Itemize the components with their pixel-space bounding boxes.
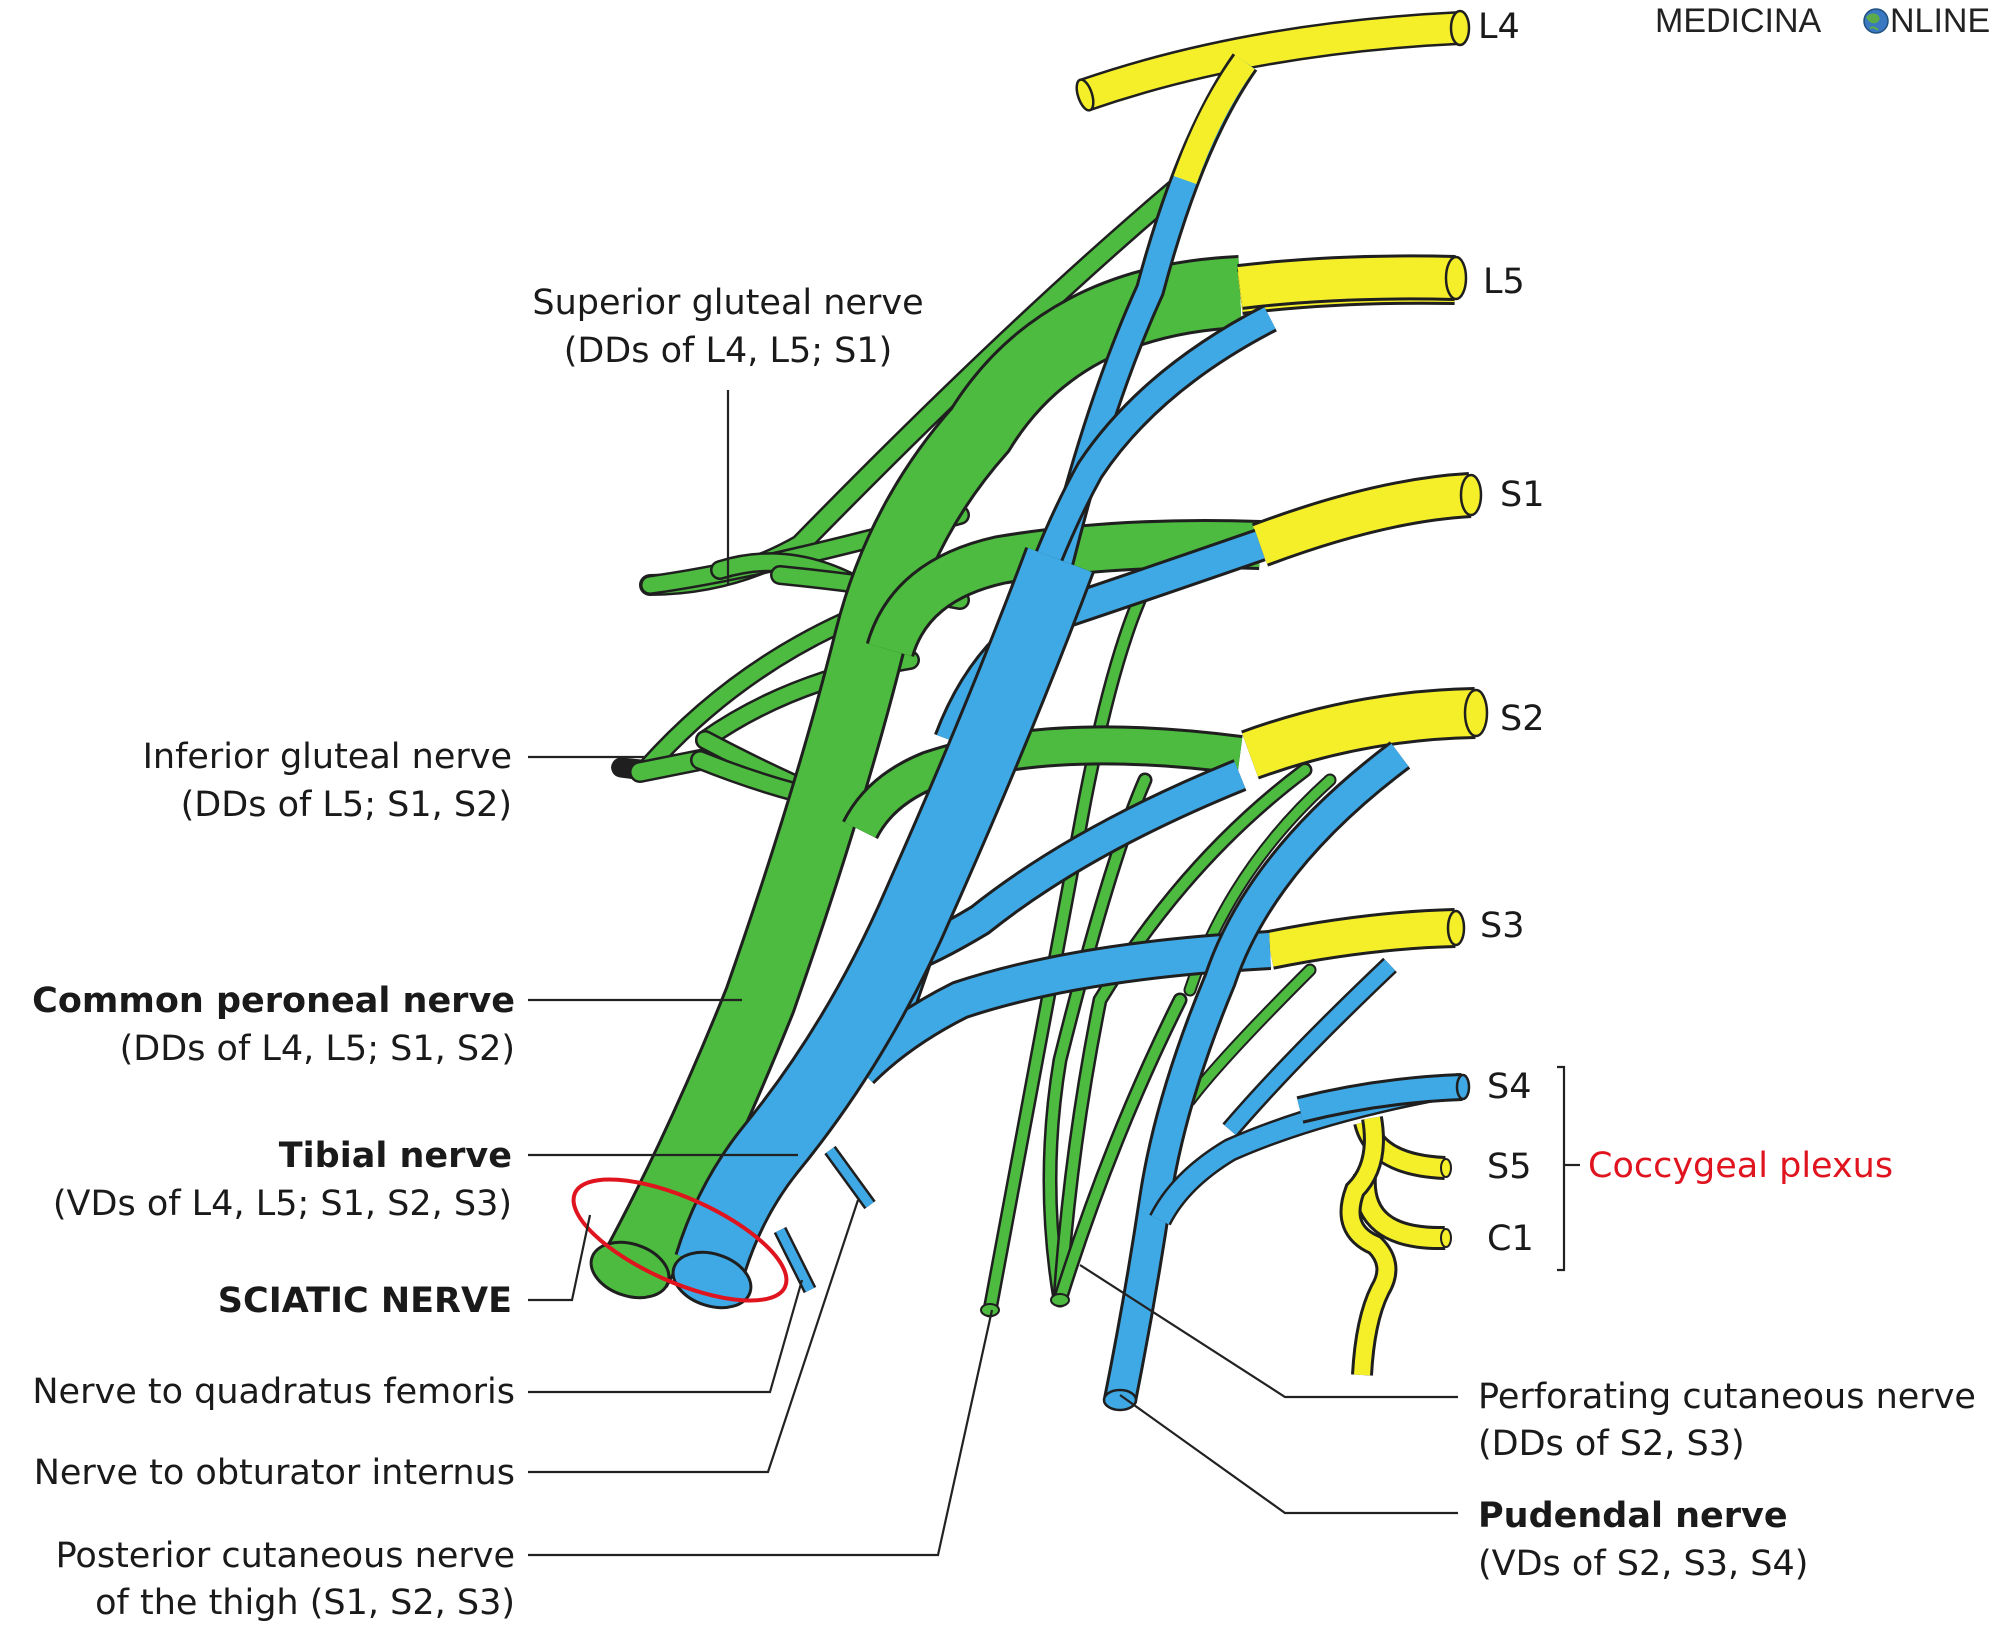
perforating-cutaneous-label: Perforating cutaneous nerve bbox=[1478, 1377, 1976, 1417]
pudendal-label: Pudendal nerve bbox=[1478, 1496, 1788, 1536]
root-label-l4: L4 bbox=[1478, 7, 1520, 47]
root-labels: L4 L5 S1 S2 S3 S4 S5 C1 bbox=[1478, 7, 1545, 1259]
root-label-s3: S3 bbox=[1480, 906, 1525, 946]
quadratus-label: Nerve to quadratus femoris bbox=[32, 1372, 515, 1412]
perforating-cutaneous-sub: (DDs of S2, S3) bbox=[1478, 1424, 1745, 1464]
root-label-s5: S5 bbox=[1487, 1147, 1532, 1187]
common-peroneal-sub: (DDs of L4, L5; S1, S2) bbox=[120, 1029, 515, 1069]
inferior-gluteal-sub: (DDs of L5; S1, S2) bbox=[181, 785, 512, 825]
pudendal-sub: (VDs of S2, S3, S4) bbox=[1478, 1544, 1808, 1584]
coccygeal-plexus-label: Coccygeal plexus bbox=[1588, 1146, 1893, 1186]
root-s3 bbox=[1266, 908, 1466, 970]
posterior-cutaneous-sub: of the thigh (S1, S2, S3) bbox=[95, 1583, 515, 1623]
coccygeal-plexus-shape bbox=[1339, 1116, 1452, 1376]
nerve-stub-ends bbox=[980, 1293, 1138, 1412]
watermark-left-text: MEDICINA bbox=[1655, 2, 1822, 40]
sciatic-label: SCIATIC NERVE bbox=[218, 1281, 512, 1321]
root-label-l5: L5 bbox=[1483, 262, 1525, 302]
tibial-label: Tibial nerve bbox=[279, 1136, 512, 1176]
root-s1 bbox=[1251, 472, 1483, 567]
root-l4 bbox=[1075, 9, 1471, 112]
sciatic-nerve-ends bbox=[571, 1177, 789, 1310]
root-s4 bbox=[1296, 1073, 1471, 1124]
root-l5 bbox=[1237, 254, 1468, 310]
tibial-nerve-trunk bbox=[674, 547, 1095, 1277]
leader-lines bbox=[528, 390, 1580, 1557]
root-label-s4: S4 bbox=[1487, 1067, 1532, 1107]
watermark-right-text: NLINE bbox=[1890, 2, 1990, 40]
obturator-label: Nerve to obturator internus bbox=[34, 1453, 515, 1493]
inferior-gluteal-label: Inferior gluteal nerve bbox=[143, 737, 512, 777]
root-label-s1: S1 bbox=[1500, 475, 1545, 515]
nerve-labels: Superior gluteal nerve (DDs of L4, L5; S… bbox=[32, 283, 1976, 1623]
sciatic-highlight-ring bbox=[571, 1177, 789, 1303]
root-label-s2: S2 bbox=[1500, 699, 1545, 739]
globe-icon bbox=[1863, 8, 1889, 34]
superior-gluteal-sub: (DDs of L4, L5; S1) bbox=[564, 331, 893, 371]
superior-gluteal-label: Superior gluteal nerve bbox=[532, 283, 923, 323]
root-s2 bbox=[1241, 687, 1489, 780]
posterior-cutaneous-label: Posterior cutaneous nerve bbox=[56, 1536, 515, 1576]
watermark: MEDICINA NLINE bbox=[1655, 2, 1990, 40]
root-label-c1: C1 bbox=[1487, 1219, 1534, 1259]
tibial-sub: (VDs of L4, L5; S1, S2, S3) bbox=[53, 1184, 512, 1224]
common-peroneal-label: Common peroneal nerve bbox=[32, 981, 515, 1021]
